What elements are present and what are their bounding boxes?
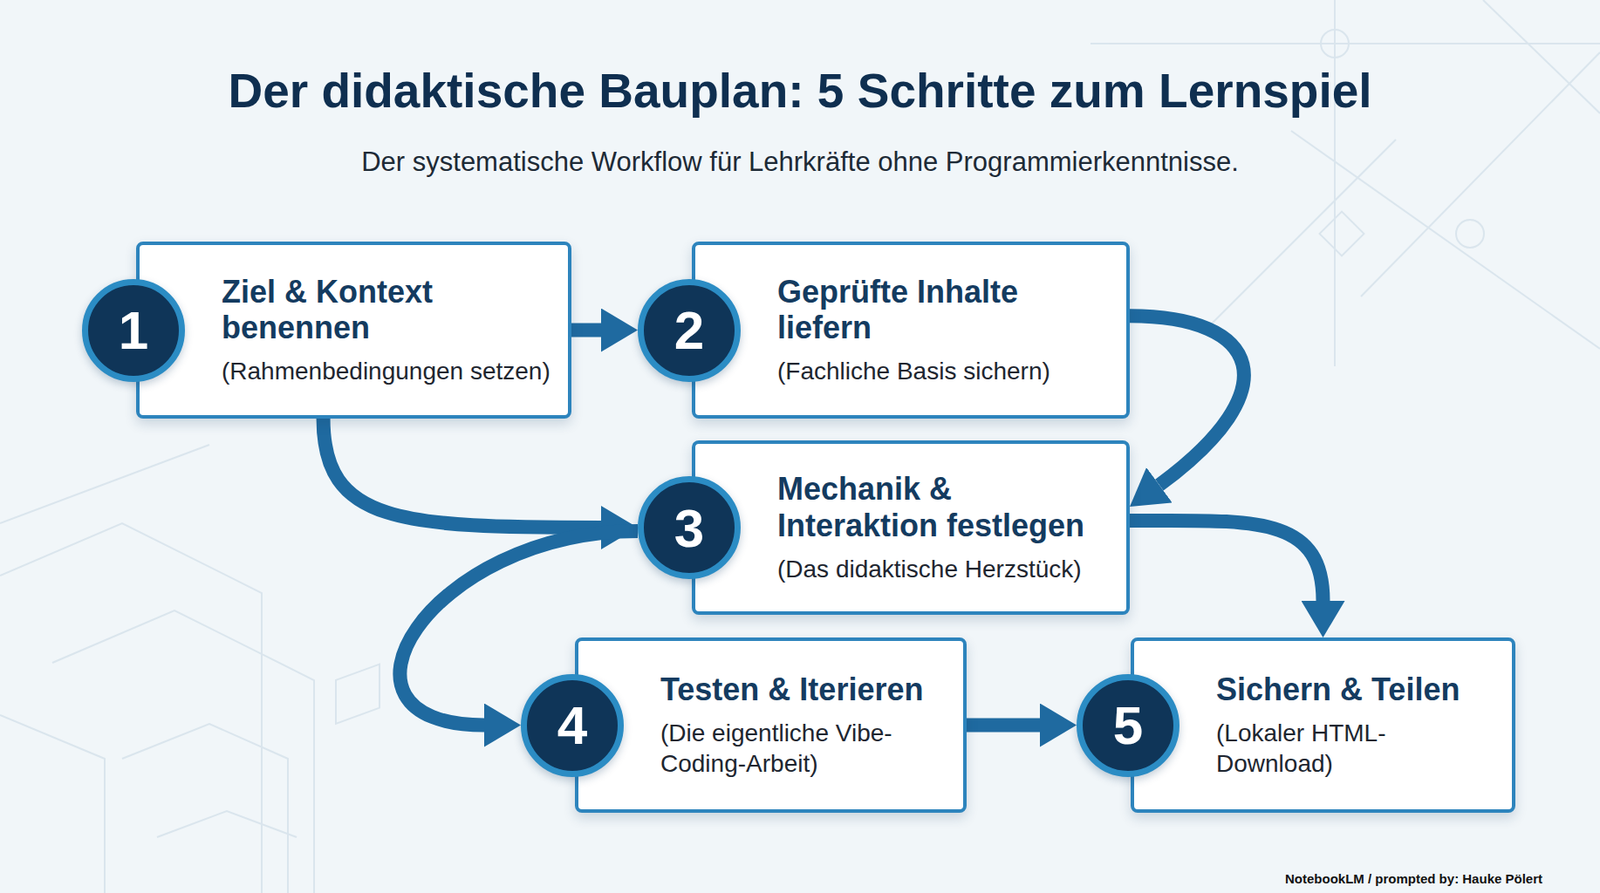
process-box: 4Testen & Iterieren(Die eigentliche Vibe… (574, 637, 967, 814)
step-number: 4 (520, 674, 624, 778)
flow-arrow (966, 718, 1040, 733)
step-heading: Testen & Iterieren (660, 671, 950, 708)
step-number: 1 (82, 279, 185, 383)
step-heading: Ziel & Kontext benennen (221, 273, 554, 347)
step-description: (Die eigentliche Vibe-Coding-Arbeit) (660, 717, 950, 780)
step-number: 2 (637, 279, 741, 383)
credit-note: NotebookLM / prompted by: Hauke Pölert (1285, 871, 1543, 887)
process-box: 3Mechanik & Interaktion festlegen(Das di… (691, 440, 1130, 616)
step-description: (Das didaktische Herzstück) (777, 553, 1113, 585)
process-box: 2Geprüfte Inhalte liefern(Fachliche Basi… (691, 241, 1130, 419)
flow-arrow (571, 323, 602, 338)
process-box: 1Ziel & Kontext benennen(Rahmenbedingung… (136, 241, 572, 419)
step-description: (Fachliche Basis sichern) (777, 355, 1113, 387)
subtitle: Der systematische Workflow für Lehrkräft… (0, 146, 1600, 178)
process-box: 5Sichern & Teilen(Lokaler HTML-Download) (1130, 637, 1516, 814)
step-heading: Sichern & Teilen (1216, 671, 1498, 708)
flow-arrow (1129, 315, 1245, 486)
step-number: 3 (637, 476, 741, 580)
step-number: 5 (1076, 674, 1180, 778)
diagram-title: Der didaktische Bauplan: 5 Schritte zum … (0, 62, 1600, 119)
step-description: (Rahmenbedingungen setzen) (221, 355, 554, 387)
flow-arrow (1129, 520, 1324, 602)
step-heading: Geprüfte Inhalte liefern (777, 273, 1113, 347)
step-heading: Mechanik & Interaktion festlegen (777, 471, 1113, 544)
flow-arrow (323, 418, 602, 528)
step-description: (Lokaler HTML-Download) (1216, 717, 1498, 780)
